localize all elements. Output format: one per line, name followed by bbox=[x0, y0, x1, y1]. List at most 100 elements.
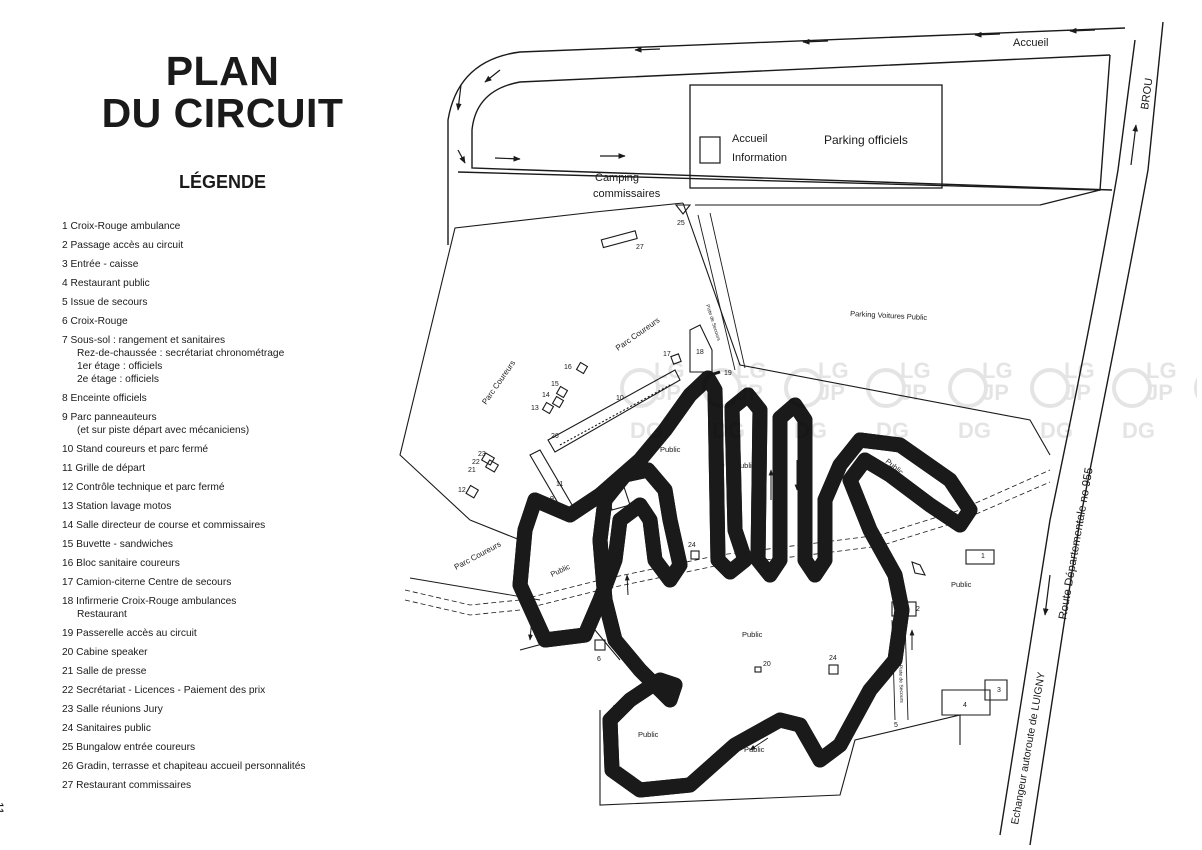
marker-19: 19 bbox=[724, 370, 732, 377]
marker-2: 2 bbox=[916, 606, 920, 613]
legend-item-text: 13 Station lavage motos bbox=[62, 501, 172, 512]
public-area-label: Public bbox=[638, 730, 659, 739]
watermark-text: LG bbox=[736, 358, 767, 383]
watermark-text: LG bbox=[818, 358, 849, 383]
legend-item: 25 Bungalow entrée coureurs bbox=[62, 741, 382, 754]
route-arrows bbox=[1042, 124, 1139, 616]
watermark-text: JP bbox=[736, 380, 763, 405]
legend-item-subtext: Rez-de-chaussée : secrétariat chronométr… bbox=[77, 348, 285, 359]
watermark: LGJPDGLGJPDGLGJPDGLGJPDGLGJPDGLGJPDGLGJP… bbox=[620, 358, 1197, 443]
page-title: PLAN DU CIRCUIT bbox=[60, 50, 385, 134]
watermark-text: LG bbox=[654, 358, 685, 383]
legend-item: 5 Issue de secours bbox=[62, 296, 382, 309]
information-label: Information bbox=[732, 152, 787, 164]
parking-officiels-area bbox=[689, 84, 943, 189]
legend-item: 9 Parc panneauteurs(et sur piste départ … bbox=[62, 411, 382, 437]
watermark-text: LG bbox=[982, 358, 1013, 383]
parc-coureurs-label-2: Parc Coureurs bbox=[480, 359, 517, 406]
legend-item: 16 Bloc sanitaire coureurs bbox=[62, 557, 382, 570]
marker-16: 16 bbox=[564, 364, 572, 371]
marker-22: 22 bbox=[472, 459, 480, 466]
marker-21: 21 bbox=[468, 467, 476, 474]
marker-17: 17 bbox=[663, 351, 671, 358]
marker-25: 25 bbox=[677, 220, 685, 227]
piste-secours-label-2: Piste de Secours bbox=[897, 665, 904, 703]
legend-item-text: 1 Croix-Rouge ambulance bbox=[62, 221, 181, 232]
page-number: 11 bbox=[0, 802, 6, 815]
watermark-text: LG bbox=[900, 358, 931, 383]
circuit-track bbox=[512, 370, 978, 798]
legend-item-text: 4 Restaurant public bbox=[62, 278, 150, 289]
road-label-brou: BROU bbox=[1139, 77, 1155, 110]
watermark-text: DG bbox=[876, 418, 909, 443]
watermark-seal bbox=[1112, 368, 1152, 408]
watermark-text: JP bbox=[1146, 380, 1173, 405]
circuit-map: LGJPDGLGJPDGLGJPDGLGJPDGLGJPDGLGJPDGLGJP… bbox=[399, 21, 1197, 846]
legend-item-text: 8 Enceinte officiels bbox=[62, 393, 147, 404]
watermark-seal bbox=[620, 368, 660, 408]
watermark-text: JP bbox=[1064, 380, 1091, 405]
piste-secours-upper bbox=[697, 214, 736, 371]
marker-26: 26 bbox=[551, 433, 559, 440]
marker-1: 1 bbox=[981, 553, 985, 560]
marker-5: 5 bbox=[894, 722, 898, 729]
public-area-label: Public bbox=[742, 630, 763, 639]
marker-7: 7 bbox=[607, 495, 611, 502]
legend-item: 10 Stand coureurs et parc fermé bbox=[62, 443, 382, 456]
public-area-label: Public bbox=[735, 461, 756, 470]
legend-item-text: 16 Bloc sanitaire coureurs bbox=[62, 558, 180, 569]
marker-24: 24 bbox=[829, 655, 837, 662]
legend-item: 15 Buvette - sandwiches bbox=[62, 538, 382, 551]
marker-4: 4 bbox=[963, 702, 967, 709]
legend-item: 13 Station lavage motos bbox=[62, 500, 382, 513]
legend-item-text: 18 Infirmerie Croix-Rouge ambulances bbox=[62, 596, 237, 607]
watermark-text: JP bbox=[818, 380, 845, 405]
marker-3: 3 bbox=[997, 687, 1001, 694]
piste-secours-label-1: Piste de Secours bbox=[704, 304, 722, 342]
watermark-text: DG bbox=[958, 418, 991, 443]
legend-item-text: 24 Sanitaires public bbox=[62, 723, 151, 734]
legend-item-text: 10 Stand coureurs et parc fermé bbox=[62, 444, 209, 455]
watermark-text: DG bbox=[630, 418, 663, 443]
legend-item-text: 2 Passage accès au circuit bbox=[62, 240, 184, 251]
legend-item: 19 Passerelle accès au circuit bbox=[62, 627, 382, 640]
legend-item: 17 Camion-citerne Centre de secours bbox=[62, 576, 382, 589]
legend-item-text: 6 Croix-Rouge bbox=[62, 316, 128, 327]
legend-item-text: 20 Cabine speaker bbox=[62, 647, 148, 658]
legend-item-text: 22 Secrétariat - Licences - Paiement des… bbox=[62, 685, 266, 696]
watermark-text: LG bbox=[1064, 358, 1095, 383]
legend-item-text: 7 Sous-sol : rangement et sanitaires bbox=[62, 335, 226, 346]
legend-item: 3 Entrée - caisse bbox=[62, 258, 382, 271]
marker-24: 24 bbox=[688, 542, 696, 549]
road-arrows bbox=[455, 27, 1096, 164]
legend-item-text: 21 Salle de presse bbox=[62, 666, 147, 677]
legend-item: 14 Salle directeur de course et commissa… bbox=[62, 519, 382, 532]
legend-item-text: 15 Buvette - sandwiches bbox=[62, 539, 173, 550]
legend-item-text: 25 Bungalow entrée coureurs bbox=[62, 742, 196, 753]
parc-coureurs-label-3: Parc Coureurs bbox=[453, 540, 503, 572]
legend-item: 1 Croix-Rouge ambulance bbox=[62, 220, 382, 233]
watermark-seal bbox=[948, 368, 988, 408]
marker-12: 12 bbox=[458, 487, 466, 494]
road-label-rd955: Route Départementale no 955 bbox=[1057, 467, 1096, 621]
marker-9: 9 bbox=[550, 496, 554, 503]
public-area-label: Public bbox=[660, 445, 681, 454]
title-line-2: DU CIRCUIT bbox=[101, 90, 344, 136]
watermark-text: DG bbox=[712, 418, 745, 443]
marker-8: 8 bbox=[617, 483, 621, 490]
legend-item: 22 Secrétariat - Licences - Paiement des… bbox=[62, 684, 382, 697]
legend-item-subtext: (et sur piste départ avec mécaniciens) bbox=[77, 425, 250, 436]
road-label-luigny: Echangeur autoroute de LUIGNY bbox=[1009, 671, 1048, 825]
legend-item: 27 Restaurant commissaires bbox=[62, 779, 382, 792]
legend-item-subtext: Restaurant bbox=[77, 609, 127, 620]
road-label-accueil: Accueil bbox=[1013, 37, 1048, 49]
legend-title: LÉGENDE bbox=[178, 172, 266, 192]
legend-item-subtext: 2e étage : officiels bbox=[77, 374, 159, 385]
marker-13: 13 bbox=[531, 405, 539, 412]
legend-item: 21 Salle de presse bbox=[62, 665, 382, 678]
legend-item: 4 Restaurant public bbox=[62, 277, 382, 290]
legend-item: 6 Croix-Rouge bbox=[62, 315, 382, 328]
